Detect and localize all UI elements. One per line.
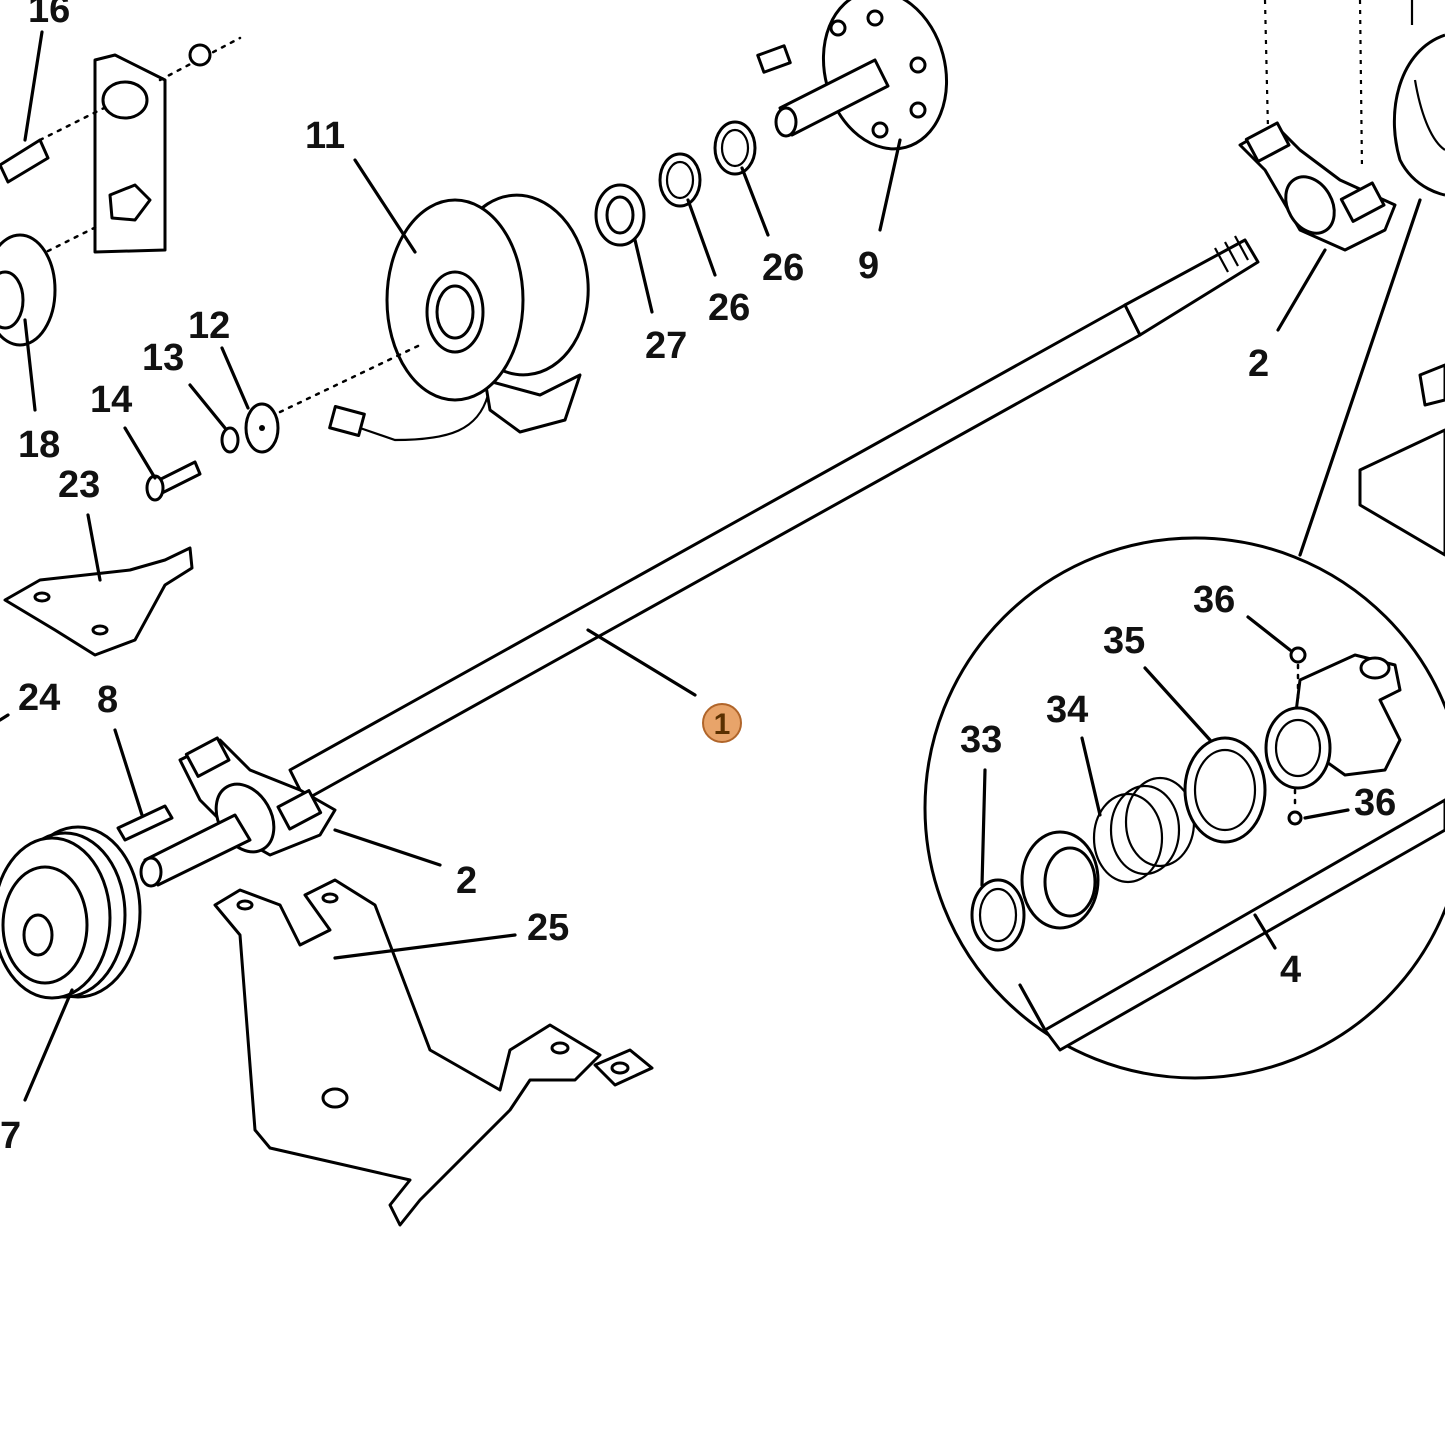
- callout-18: 18: [18, 424, 60, 466]
- pulley: [0, 825, 142, 1000]
- callout-27: 27: [645, 325, 687, 367]
- idler: [0, 233, 57, 347]
- callout-7: 7: [0, 1115, 21, 1157]
- callout-36-top: 36: [1193, 579, 1235, 621]
- bracket-top-left: [0, 36, 242, 262]
- callout-34: 34: [1046, 689, 1088, 731]
- fasteners: [145, 343, 422, 502]
- callout-8: 8: [97, 679, 118, 721]
- callout-36-bottom: 36: [1354, 782, 1396, 824]
- callout-12: 12: [188, 305, 230, 347]
- callout-4: 4: [1280, 949, 1301, 991]
- callout-33: 33: [960, 719, 1002, 761]
- callout-16: 16: [28, 0, 70, 31]
- callout-2-bottom: 2: [456, 860, 477, 902]
- callout-25: 25: [527, 907, 569, 949]
- callout-26a: 26: [762, 247, 804, 289]
- key: [116, 804, 174, 842]
- bearing-top: [1238, 121, 1397, 252]
- callout-23: 23: [58, 464, 100, 506]
- callout-35: 35: [1103, 620, 1145, 662]
- detail-circle: [923, 536, 1445, 1080]
- callout-24: 24: [18, 677, 60, 719]
- washers: [594, 120, 757, 247]
- right-edge-parts: [1263, 0, 1445, 557]
- callout-9: 9: [858, 245, 879, 287]
- flange-shaft: [756, 0, 949, 151]
- bearing-bottom: [139, 736, 337, 888]
- callout-labels: 16 11 9 26 26 27 12 13 14 18 23 2 24 8 2…: [0, 0, 1396, 1157]
- highlight-marker[interactable]: 1: [702, 703, 742, 743]
- leader-lines: [0, 30, 1422, 1102]
- bracket-lower: [213, 878, 654, 1227]
- callout-11: 11: [305, 115, 345, 157]
- callout-14: 14: [90, 379, 132, 421]
- highlight-circle[interactable]: [702, 703, 742, 743]
- clutch: [328, 193, 590, 442]
- callout-2-top: 2: [1248, 343, 1269, 385]
- callout-13: 13: [142, 337, 184, 379]
- callout-26b: 26: [708, 287, 750, 329]
- highlight-label[interactable]: 1: [714, 708, 731, 741]
